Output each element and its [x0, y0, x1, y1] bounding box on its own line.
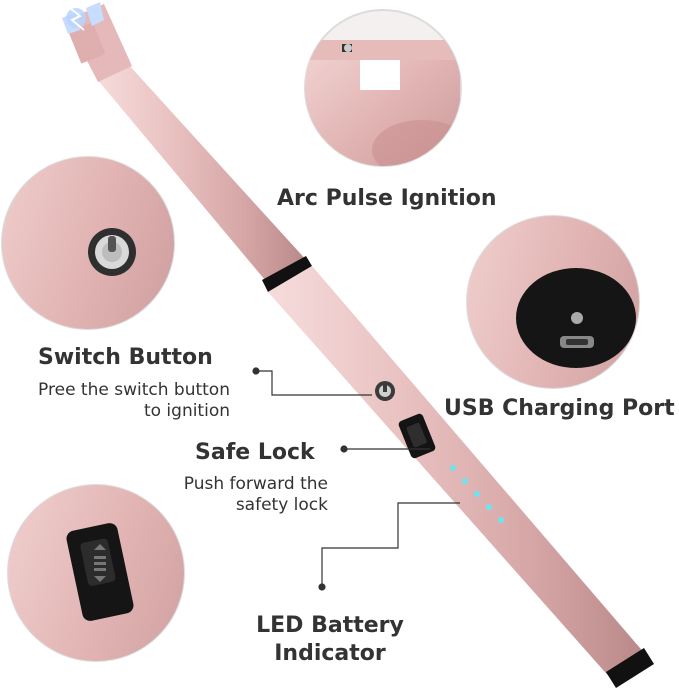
switch-button-title: Switch Button — [38, 345, 213, 370]
led-battery-dots — [450, 465, 504, 523]
leader-lines — [252, 367, 460, 591]
zoom-safe-lock — [7, 484, 185, 662]
lighter-body — [96, 64, 654, 688]
safe-lock-desc-line1: Push forward the — [183, 474, 328, 494]
safe-lock-title: Safe Lock — [195, 440, 315, 465]
safe-lock-desc-line2: safety lock — [235, 495, 328, 515]
switch-button-desc: Pree the switch button to ignition — [8, 380, 230, 422]
safe-lock-on-body — [398, 413, 436, 459]
spark-icon — [66, 7, 86, 31]
switch-button-desc-line2: to ignition — [143, 401, 230, 421]
usb-charging-port-title: USB Charging Port — [444, 396, 675, 421]
zoom-switch-button — [1, 156, 175, 330]
led-title-line1: LED Battery — [256, 613, 404, 638]
arc-pulse-ignition-title: Arc Pulse Ignition — [277, 186, 497, 211]
zoom-arc-ignition — [304, 9, 462, 167]
switch-button-desc-line1: Pree the switch button — [38, 380, 230, 400]
switch-button-on-body — [375, 381, 395, 401]
led-battery-indicator-title: LED Battery Indicator — [230, 612, 430, 668]
safe-lock-desc: Push forward the safety lock — [140, 474, 328, 516]
led-title-line2: Indicator — [274, 641, 386, 666]
